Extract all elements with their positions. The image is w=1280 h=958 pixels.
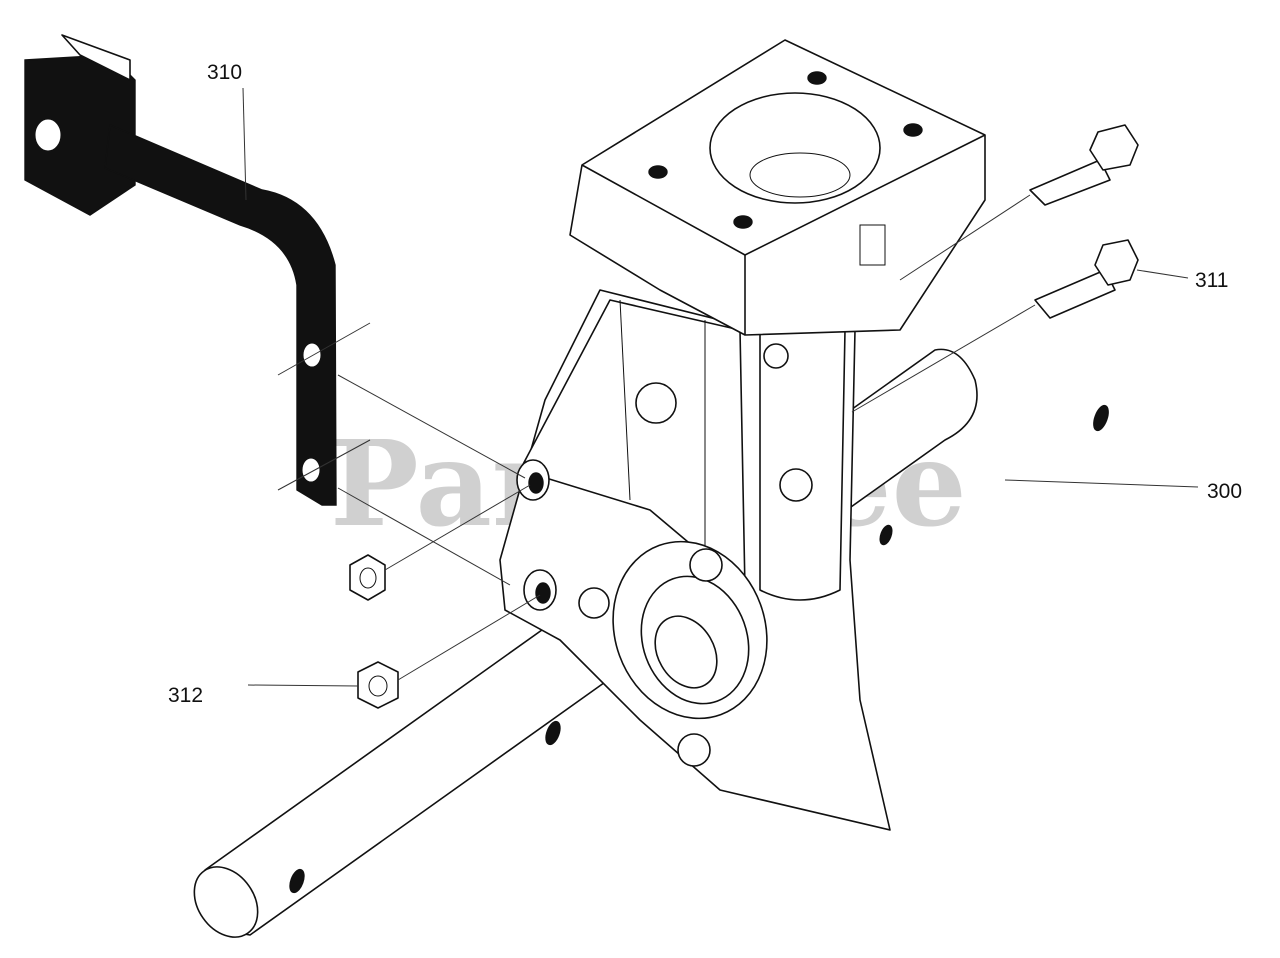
callout-310: 310 <box>207 61 242 84</box>
callout-labels: 310 311 300 312 <box>168 61 1242 707</box>
gearbox-housing <box>499 39 986 831</box>
callout-300: 300 <box>1207 480 1242 503</box>
nuts-312 <box>349 554 399 709</box>
leader-lines <box>242 87 1199 687</box>
bracket-310 <box>24 34 337 506</box>
callout-312: 312 <box>168 684 203 707</box>
callout-311: 311 <box>1195 269 1228 292</box>
bolts-311 <box>1029 124 1139 319</box>
